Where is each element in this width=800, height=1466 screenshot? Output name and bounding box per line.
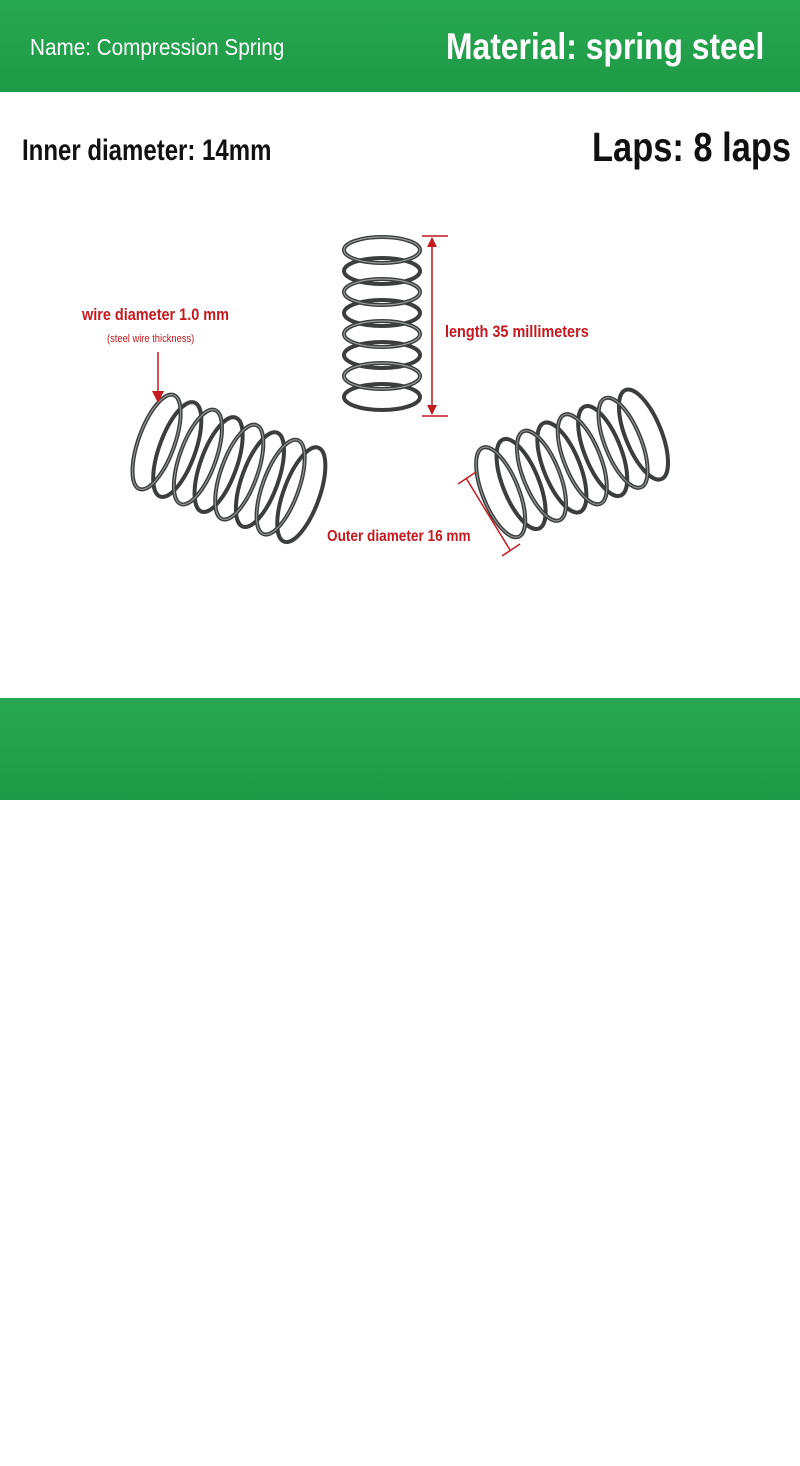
- right-spring-image: [474, 387, 670, 540]
- length-label: length 35 millimeters: [445, 322, 589, 341]
- outer-diameter-label: Outer diameter 16 mm: [327, 528, 471, 545]
- material-label: Material: spring steel: [446, 26, 765, 67]
- wire-diameter-label: wire diameter 1.0 mm: [82, 305, 229, 324]
- product-name: Name: Compression Spring: [30, 34, 285, 60]
- outer-diameter-dimension-line: [457, 471, 521, 557]
- center-spring-image: [342, 235, 422, 412]
- left-spring-image: [130, 392, 328, 545]
- wire-thickness-note: (steel wire thickness): [107, 333, 195, 345]
- inner-diameter-spec: Inner diameter: 14mm: [22, 134, 272, 167]
- length-dimension-line: [422, 235, 448, 417]
- top-banner: Name: Compression Spring Material: sprin…: [0, 0, 800, 92]
- spec-summary: Wire diameter 1.0mm*Outer diameter 16mm*…: [30, 1428, 778, 1465]
- spring-illustration: [130, 235, 670, 557]
- bottom-banner: Wire diameter 1.0mm*Outer diameter 16mm*…: [0, 698, 800, 1465]
- laps-spec: Laps: 8 laps: [592, 124, 792, 170]
